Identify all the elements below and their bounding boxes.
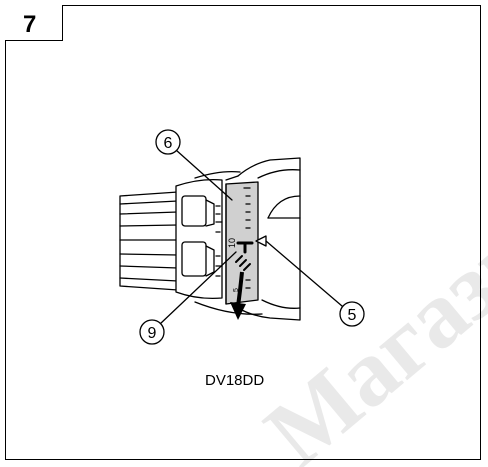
callout-6-label: 6 <box>164 135 173 152</box>
figure-frame <box>5 5 481 460</box>
leader-line-5 <box>265 240 343 307</box>
callout-9-label: 9 <box>148 325 157 342</box>
rotation-arrow-icon <box>230 271 246 320</box>
callout-6: 6 <box>155 129 181 155</box>
leader-line-9 <box>159 251 237 325</box>
callout-5-label: 5 <box>348 307 357 324</box>
figure-number-tab: 7 <box>5 5 63 41</box>
callout-5: 5 <box>339 301 365 327</box>
figure-number: 7 <box>23 11 37 38</box>
dial-scale-label: 10 <box>227 238 237 248</box>
drill-mark-icon <box>236 241 254 254</box>
model-label: DV18DD <box>205 372 265 389</box>
dial-small-label: 5 <box>233 288 240 292</box>
chuck <box>119 191 179 291</box>
callout-9: 9 <box>139 319 165 345</box>
clutch-ring <box>175 178 223 300</box>
leader-line-6 <box>175 149 233 201</box>
